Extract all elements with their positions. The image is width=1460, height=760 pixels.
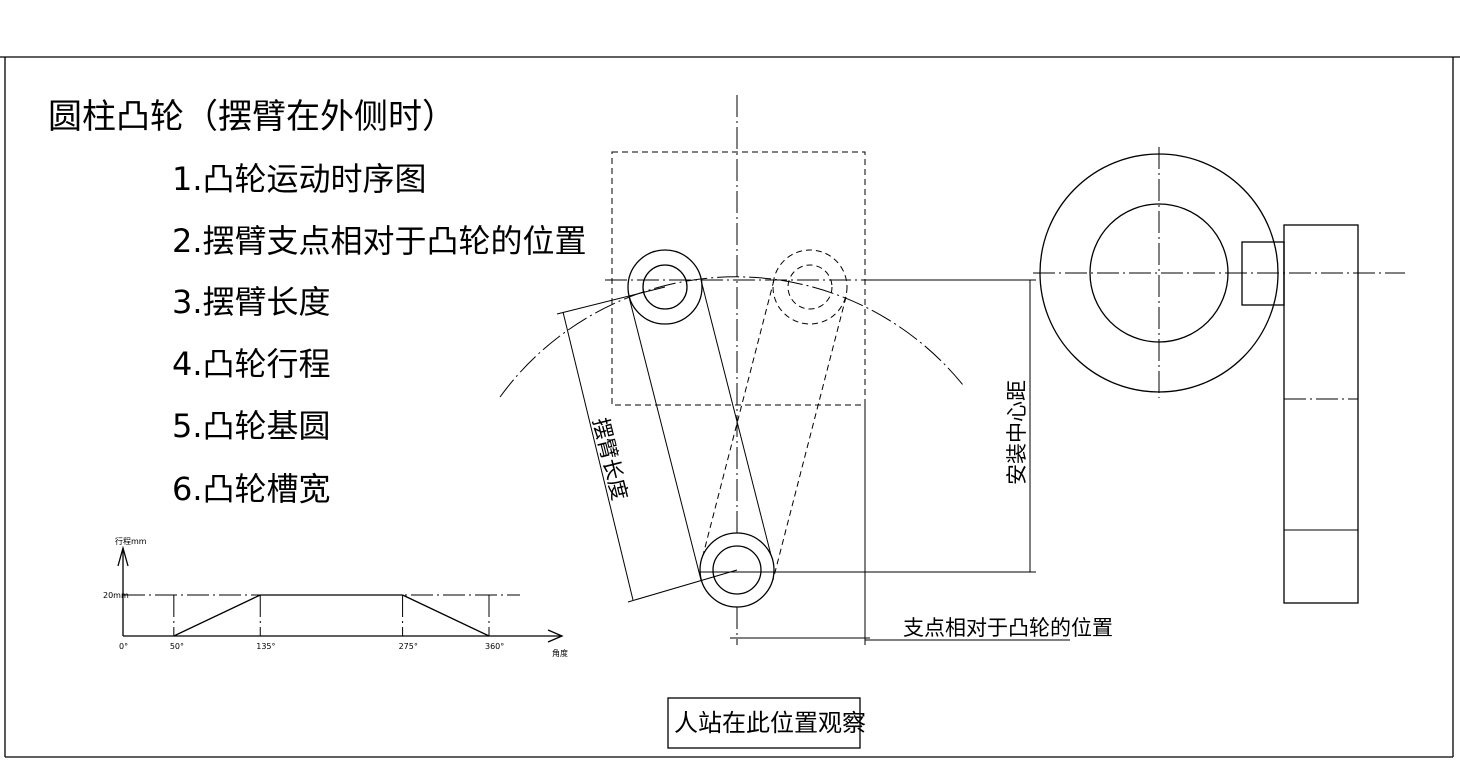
list-item: 2.摆臂支点相对于凸轮的位置 [172,222,587,260]
dimension-extension [556,286,666,315]
x-tick-label: 0° [119,642,128,651]
arm-edge [628,296,702,581]
cam-outline-dashed [611,151,866,406]
y-tick-label: 20mm [103,591,129,600]
arm-edge [700,279,774,564]
y-axis-label: 行程mm [115,536,147,546]
list-item: 4.凸轮行程 [172,345,331,383]
x-tick-label: 360° [485,642,504,651]
roller-inner-alt [787,264,833,310]
pivot-inner [712,545,762,595]
arm-edge-alt [772,296,847,581]
arm-edge-alt [700,279,775,564]
x-axis-label: 角度 [552,648,568,658]
y-axis-arrow [117,545,129,567]
swing-arm-view: 摆臂长度 安装中心距 支点相对于凸轮的位置 [499,95,1113,645]
x-tick-label: 275° [399,642,418,651]
x-axis-arrow [547,629,564,643]
arm-length-label: 摆臂长度 [588,415,632,502]
observer-box [667,697,861,749]
x-tick-label: 50° [170,642,184,651]
list-item: 3.摆臂长度 [172,283,331,321]
travel-segment [173,594,261,637]
observer-label: 人站在此位置观察 [674,709,866,737]
list-item: 1.凸轮运动时序图 [172,160,427,198]
center-distance-label: 安装中心距 [1005,380,1029,485]
arm-length-dimension [562,311,634,601]
roller-outer [627,249,703,325]
swing-arc [499,276,964,398]
pivot-position-label: 支点相对于凸轮的位置 [903,616,1113,640]
cam-timing-chart: 行程mm 角度 20mm 0° 50° 135° 275° 360° [103,536,568,658]
x-tick-label: 135° [256,642,275,651]
list-item: 6.凸轮槽宽 [172,470,331,508]
cam-side-view [1033,147,1405,604]
item-list: 1.凸轮运动时序图 2.摆臂支点相对于凸轮的位置 3.摆臂长度 4.凸轮行程 5… [172,160,587,508]
travel-segment [402,594,490,637]
roller-outer-alt [772,249,848,325]
dimension-extension [627,569,738,603]
list-item: 5.凸轮基圆 [172,407,331,445]
arm-body [1283,224,1359,604]
roller-inner [642,264,688,310]
page-title: 圆柱凸轮（摆臂在外侧时） [48,97,456,137]
